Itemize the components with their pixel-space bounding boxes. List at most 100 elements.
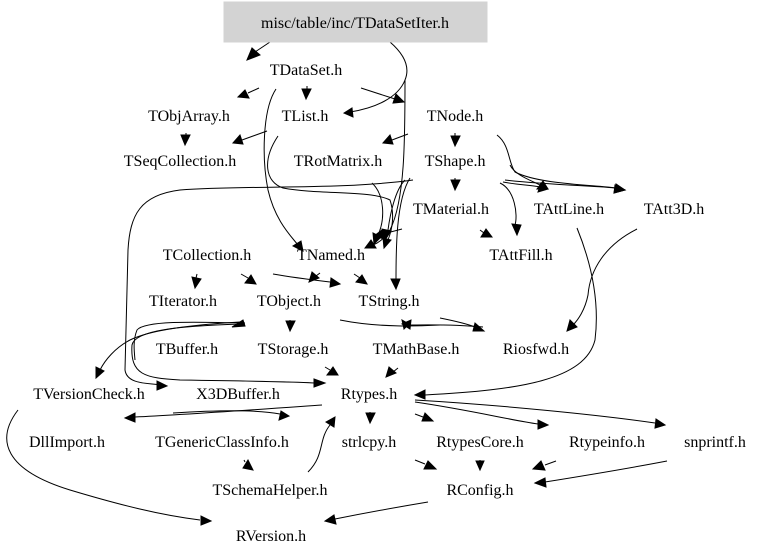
node-titerator[interactable]: TIterator.h [149,293,217,310]
edge-tmaterial-h-to-tnamed-h-arrowhead-icon [372,229,385,240]
edge-tmaterial-h-to-tnamed-h [382,228,403,235]
edge-tdataset-h-to-tnamed-h-arrowhead-icon [291,240,304,252]
node-rtypescore[interactable]: RtypesCore.h [436,434,524,451]
edge-tshape-h-to-x3dbuffer-h-arrowhead-icon [156,380,169,391]
edge-tlist-h-to-tseqcollection-h [241,130,268,141]
edge-tshape-h-to-tattline-h [502,181,541,188]
edge-tcollection-h-to-titerator-h [195,273,198,279]
node-tobject[interactable]: TObject.h [257,293,321,310]
edge-tdataset-h-to-tnode-h-arrowhead-icon [392,93,406,104]
edge-tgenericclassinfo-h-to-tschemahelper-h-arrowhead-icon [242,458,254,471]
node-rconfig[interactable]: RConfig.h [446,482,513,499]
edge-rtypes-h-to-dllimport-h-arrowhead-icon [123,412,136,423]
edge-tshape-h-to-tatt3d-h-arrowhead-icon [613,183,627,194]
edge-rtypes-h-to-snprintf-h-arrowhead-icon [654,418,667,429]
edge-tstorage-h-to-rtypes-h [324,366,331,371]
node-root[interactable]: misc/table/inc/TDataSetIter.h [261,15,449,32]
edge-tlist-h-to-tseqcollection-h-arrowhead-icon [231,134,244,145]
edge-rtypes-h-to-rtypeinfo-h [414,401,539,425]
node-tbuffer[interactable]: TBuffer.h [156,341,218,358]
node-tgenericclassinfo[interactable]: TGenericClassInfo.h [155,434,289,451]
edge-tattline-h-to-rtypes-h [424,227,597,396]
edge-tshape-h-to-tatt3d-h [504,179,616,189]
edge-tnode-h-to-tatt3d-h [496,134,616,189]
edge-rtypescore-h-to-rconfig-h-arrowhead-icon [475,460,485,472]
node-riosfwd[interactable]: Riosfwd.h [503,341,569,358]
node-x3dbuffer[interactable]: X3DBuffer.h [196,386,280,403]
node-tatt3d[interactable]: TAtt3D.h [644,201,705,218]
node-tattfill[interactable]: TAttFill.h [489,247,552,264]
node-tnamed[interactable]: TNamed.h [297,247,365,264]
edge-tobject-h-to-rtypes-h [131,323,316,384]
edge-tshape-h-to-tattfill-h-arrowhead-icon [511,223,522,237]
edge-tshape-h-to-tstring-h-arrowhead-icon [390,278,401,291]
edge-tdataset-h-to-tlist-h-arrowhead-icon [301,88,312,101]
node-tmaterial[interactable]: TMaterial.h [413,201,489,218]
node-trotmatrix[interactable]: TRotMatrix.h [294,153,382,170]
edge-tstring-h-to-tmathbase-h [409,324,484,328]
edge-tnode-h-to-tshape-h-arrowhead-icon [450,135,461,148]
node-tmathbase[interactable]: TMathBase.h [373,341,460,358]
edge-rtypeinfo-h-to-rconfig-h-arrowhead-icon [531,460,546,471]
edge-strlcpy-h-to-rconfig-h-arrowhead-icon [423,460,438,470]
edge-tnamed-h-to-tobject-h-arrowhead-icon [308,271,320,283]
edge-tobject-h-to-tstorage-h-arrowhead-icon [285,320,296,333]
node-tstring[interactable]: TString.h [359,293,420,310]
node-strlcpy[interactable]: strlcpy.h [342,434,397,451]
edge-tgenericclassinfo-h-to-tschemahelper-h [243,459,246,463]
edge-snprintf-h-to-rconfig-h-arrowhead-icon [533,477,547,488]
edge-rtypes-h-to-rtypescore-h [414,413,424,418]
edge-tversioncheck-h-to-rversion-h-arrowhead-icon [200,515,213,526]
edge-strlcpy-h-to-rconfig-h [414,459,426,465]
edge-tdataset-h-to-tobjarray-h [247,87,260,94]
root-node-box[interactable] [223,1,488,43]
edge-tshape-h-to-tattline-h-arrowhead-icon [537,182,550,193]
node-tlist[interactable]: TList.h [282,108,329,125]
node-rtypes[interactable]: Rtypes.h [341,386,397,403]
node-rtypeinfo[interactable]: Rtypeinfo.h [569,434,645,451]
edge-tshape-h-to-tattfill-h [499,182,517,226]
edge-tdataset-h-to-tnode-h [360,87,396,100]
edge-tdatasetiter-h-to-tnamed-h [372,79,406,246]
edge-tshape-h-to-tnamed-h [387,179,406,231]
edge-tobject-h-to-tbuffer-h [133,321,246,361]
edge-tdataset-h-to-tobjarray-h-arrowhead-icon [236,89,250,99]
node-tseqcollection[interactable]: TSeqCollection.h [124,153,236,170]
edge-rtypes-h-to-tgenericclassinfo-h-arrowhead-icon [278,410,291,421]
edges-layer [6,41,668,526]
node-tschemahelper[interactable]: TSchemaHelper.h [212,482,327,499]
edge-tnode-h-to-trotmatrix-h [391,133,409,141]
edge-tobjarray-h-to-tseqcollection-h-arrowhead-icon [180,134,191,147]
edge-tlist-h-to-tnamed-h [267,135,394,241]
node-tcollection[interactable]: TCollection.h [163,247,251,264]
edge-tshape-h-to-x3dbuffer-h [124,179,414,386]
edge-tschemahelper-h-to-rtypes-h-arrowhead-icon [325,416,336,428]
edge-tcollection-h-to-titerator-h-arrowhead-icon [191,276,202,290]
edge-tschemahelper-h-to-rtypes-h [307,424,331,473]
node-tobjarray[interactable]: TObjArray.h [148,108,230,125]
edge-tcollection-h-to-tobject-h-arrowhead-icon [244,274,257,285]
edge-rtypeinfo-h-to-rconfig-h [544,460,557,466]
edge-tcollection-h-to-tstring-h [272,273,331,283]
edge-rtypes-h-to-rtypeinfo-h-arrowhead-icon [537,419,550,430]
edge-tnamed-h-to-tstring-h-arrowhead-icon [355,274,368,285]
node-snprintf[interactable]: snprintf.h [684,434,746,451]
edge-tmaterial-h-to-tattfill-h-arrowhead-icon [480,228,493,238]
edge-tshape-h-to-tmaterial-h-arrowhead-icon [450,179,461,192]
edge-rtypes-h-to-snprintf-h [414,399,656,424]
edge-tdataset-h-to-tnamed-h [263,88,299,246]
node-tshape[interactable]: TShape.h [425,153,486,170]
node-dllimport[interactable]: DllImport.h [29,434,105,451]
edge-snprintf-h-to-rconfig-h [544,460,668,483]
node-tdataset[interactable]: TDataSet.h [270,62,342,79]
node-rversion[interactable]: RVersion.h [236,528,306,545]
node-tnode[interactable]: TNode.h [427,108,483,125]
node-tversioncheck[interactable]: TVersionCheck.h [33,386,145,403]
node-tstorage[interactable]: TStorage.h [258,341,329,358]
edge-tcollection-h-to-tobject-h [240,273,249,279]
node-tattline[interactable]: TAttLine.h [534,201,604,218]
edge-tcollection-h-to-tstring-h-arrowhead-icon [329,277,342,288]
edge-tstring-h-to-tmathbase-h-arrowhead-icon [400,319,412,330]
edge-tnode-h-to-tattline-h [509,164,541,186]
